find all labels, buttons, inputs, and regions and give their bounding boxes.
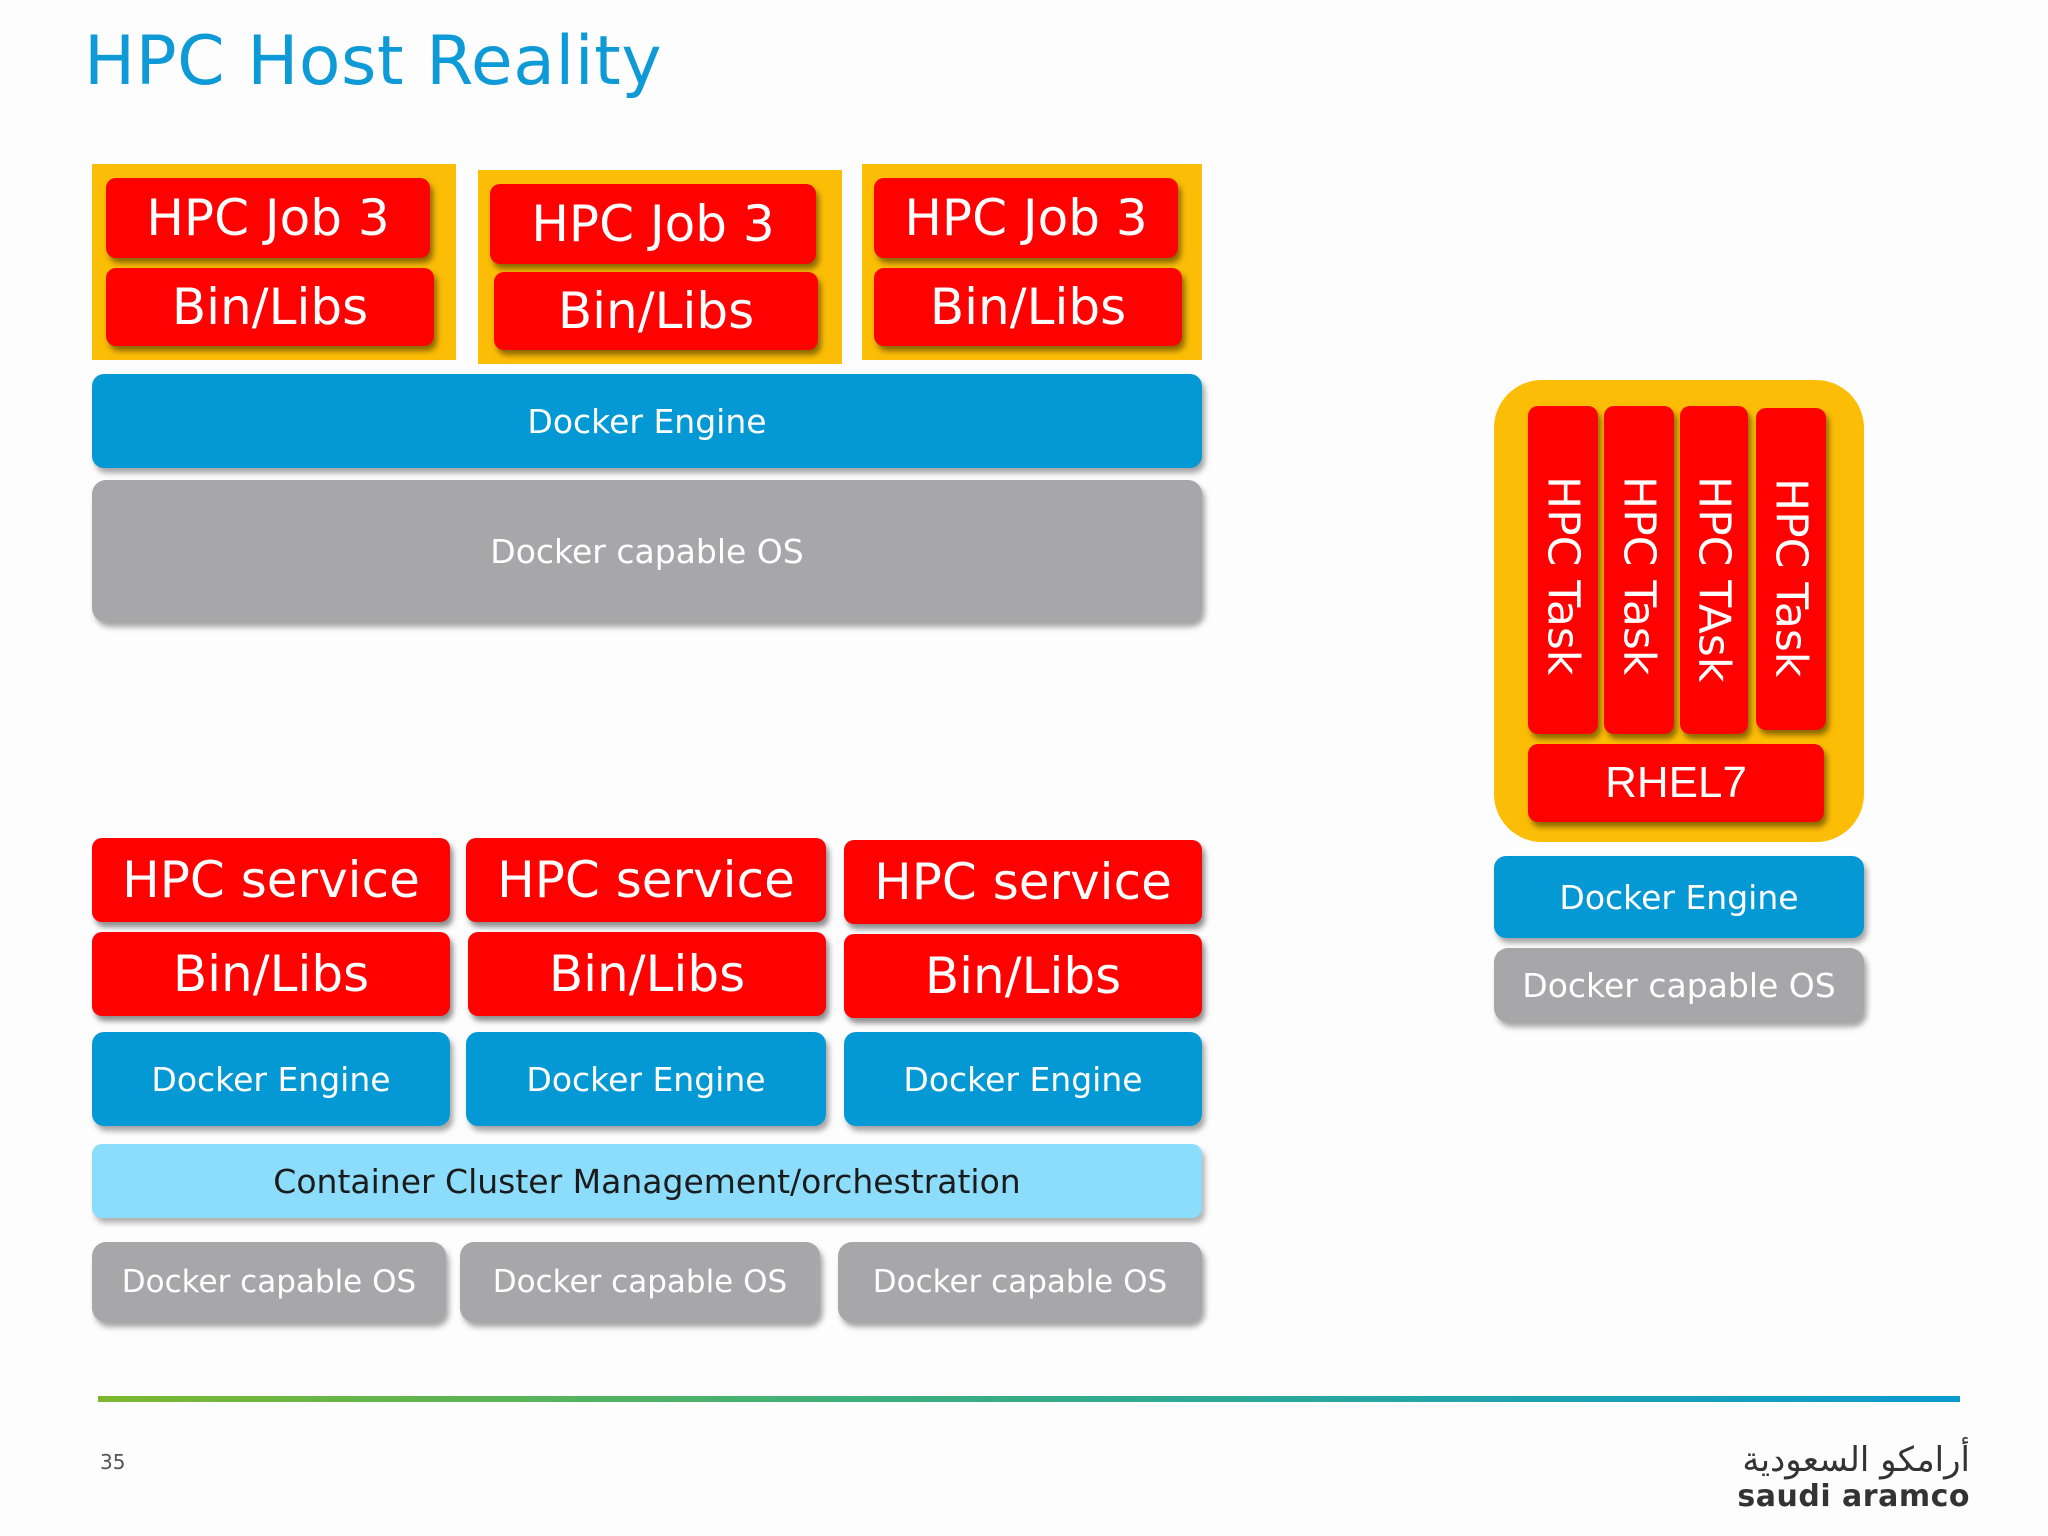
docker-os-service-1: Docker capable OS bbox=[92, 1242, 446, 1322]
docker-engine-top: Docker Engine bbox=[92, 374, 1202, 468]
docker-engine-service-3: Docker Engine bbox=[844, 1032, 1202, 1126]
hpc-task-2: HPC Task bbox=[1604, 406, 1674, 734]
logo-arabic-text: أرامكو السعودية bbox=[1742, 1440, 1970, 1480]
docker-engine-right: Docker Engine bbox=[1494, 856, 1864, 938]
docker-engine-service-2: Docker Engine bbox=[466, 1032, 826, 1126]
footer-divider bbox=[98, 1396, 1960, 1402]
hpc-service-1: HPC service bbox=[92, 838, 450, 922]
cluster-orchestration: Container Cluster Management/orchestrati… bbox=[92, 1144, 1202, 1218]
hpc-service-3: HPC service bbox=[844, 840, 1202, 924]
bin-libs-job-3: Bin/Libs bbox=[874, 268, 1182, 346]
hpc-job-3: HPC Job 3 bbox=[874, 178, 1178, 258]
docker-os-service-3: Docker capable OS bbox=[838, 1242, 1202, 1322]
docker-os-right: Docker capable OS bbox=[1494, 948, 1864, 1022]
hpc-task-1: HPC Task bbox=[1528, 406, 1598, 734]
docker-os-top: Docker capable OS bbox=[92, 480, 1202, 622]
page-title: HPC Host Reality bbox=[84, 22, 663, 101]
bin-libs-service-1: Bin/Libs bbox=[92, 932, 450, 1016]
hpc-service-2: HPC service bbox=[466, 838, 826, 922]
logo-english-text: saudi aramco bbox=[1737, 1479, 1970, 1514]
hpc-job-2: HPC Job 3 bbox=[490, 184, 816, 264]
docker-engine-service-1: Docker Engine bbox=[92, 1032, 450, 1126]
bin-libs-service-2: Bin/Libs bbox=[468, 932, 826, 1016]
bin-libs-service-3: Bin/Libs bbox=[844, 934, 1202, 1018]
hpc-task-4: HPC Task bbox=[1756, 408, 1826, 730]
page-number: 35 bbox=[100, 1450, 126, 1474]
docker-os-service-2: Docker capable OS bbox=[460, 1242, 820, 1322]
hpc-task-3: HPC TAsk bbox=[1680, 406, 1748, 734]
saudi-aramco-logo: أرامكو السعودية saudi aramco bbox=[1720, 1440, 1970, 1530]
hpc-job-1: HPC Job 3 bbox=[106, 178, 430, 258]
rhel7-base: RHEL7 bbox=[1528, 744, 1824, 822]
bin-libs-job-1: Bin/Libs bbox=[106, 268, 434, 346]
bin-libs-job-2: Bin/Libs bbox=[494, 272, 818, 350]
